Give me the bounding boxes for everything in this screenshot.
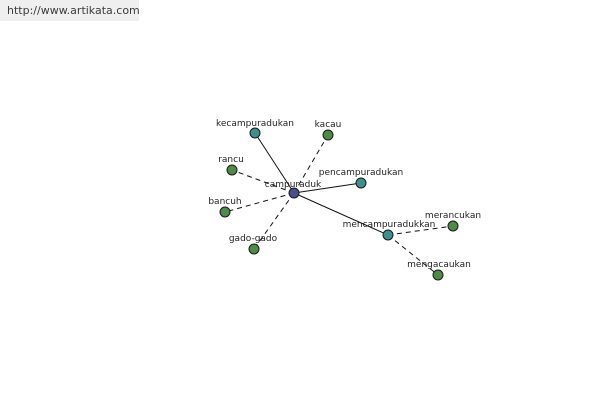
edge-campuraduk-rancu xyxy=(231,169,295,194)
edges-layer xyxy=(224,132,454,276)
node-label-merancukan[interactable]: merancukan xyxy=(425,211,481,221)
node-kecampuradukan[interactable] xyxy=(249,127,261,139)
node-bancuh[interactable] xyxy=(219,206,231,218)
edge-campuraduk-mencampuradukkan xyxy=(293,192,389,236)
node-mengacaukan[interactable] xyxy=(432,269,444,281)
node-merancukan[interactable] xyxy=(447,220,459,232)
edge-campuraduk-gado-gado xyxy=(253,192,295,250)
node-label-mencampuradukkan[interactable]: mencampuradukkan xyxy=(343,220,436,230)
node-rancu[interactable] xyxy=(226,164,238,176)
edge-campuraduk-pencampuradukan xyxy=(293,182,362,194)
node-label-rancu[interactable]: rancu xyxy=(218,155,244,165)
node-kacau[interactable] xyxy=(322,129,334,141)
edge-mencampuradukkan-mengacaukan xyxy=(387,234,439,276)
edge-mencampuradukkan-merancukan xyxy=(387,225,454,236)
node-label-pencampuradukan[interactable]: pencampuradukan xyxy=(319,168,404,178)
node-label-mengacaukan[interactable]: mengacaukan xyxy=(407,260,471,270)
node-pencampuradukan[interactable] xyxy=(355,177,367,189)
node-campuraduk[interactable] xyxy=(288,187,300,199)
watermark-url: http://www.artikata.com xyxy=(0,0,140,21)
node-label-campuraduk[interactable]: campuraduk xyxy=(265,180,322,190)
labels-layer: campuraduk kecampuradukan kacau rancu pencam… xyxy=(208,119,481,270)
node-gado-gado[interactable] xyxy=(248,243,260,255)
edge-campuraduk-kacau xyxy=(293,134,329,194)
node-label-kecampuradukan[interactable]: kecampuradukan xyxy=(216,119,294,129)
node-label-kacau[interactable]: kacau xyxy=(315,120,342,130)
node-mencampuradukkan[interactable] xyxy=(382,229,394,241)
node-label-gado-gado[interactable]: gado-gado xyxy=(229,234,278,244)
nodes-layer xyxy=(219,127,459,281)
edge-campuraduk-bancuh xyxy=(224,192,295,213)
node-label-bancuh[interactable]: bancuh xyxy=(208,197,241,207)
edge-campuraduk-kecampuradukan xyxy=(254,132,295,194)
